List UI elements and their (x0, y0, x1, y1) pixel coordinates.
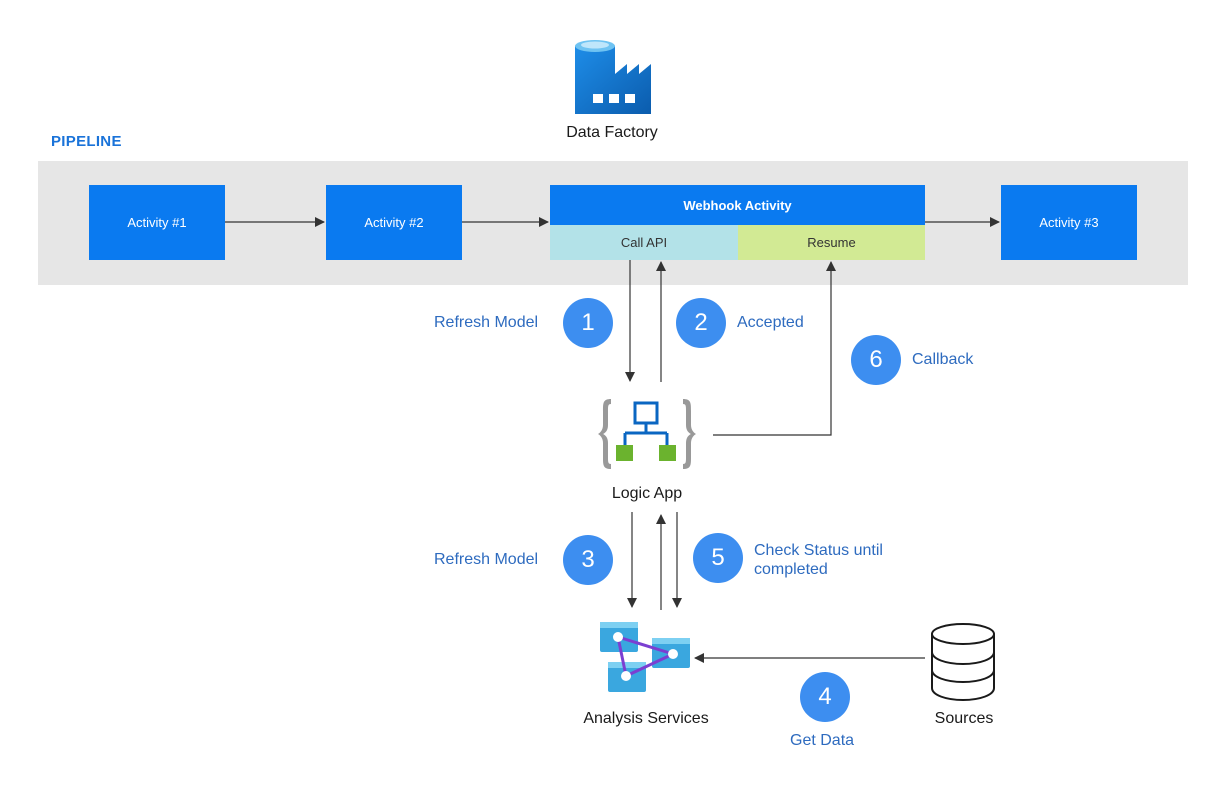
logic-app-label: Logic App (611, 485, 683, 502)
logic-app-icon (597, 397, 697, 471)
data-factory-icon (573, 38, 653, 114)
step-6-badge: 6 (851, 335, 901, 385)
step-3-badge: 3 (563, 535, 613, 585)
step-2-badge: 2 (676, 298, 726, 348)
data-factory-label: Data Factory (566, 124, 658, 141)
webhook-activity[interactable]: Webhook Activity (550, 185, 925, 225)
arrow-step6 (713, 261, 836, 436)
activity-1[interactable]: Activity #1 (89, 185, 225, 260)
activity-2[interactable]: Activity #2 (326, 185, 462, 260)
step-5-badge: 5 (693, 533, 743, 583)
webhook-call-api[interactable]: Call API (550, 225, 738, 260)
step-3-label: Refresh Model (434, 551, 539, 568)
step-5-label: Check Status until completed (754, 542, 883, 578)
database-icon (930, 622, 996, 702)
step-4-label: Get Data (790, 732, 855, 749)
step-2-label: Accepted (737, 314, 804, 331)
analysis-services-icon (598, 620, 694, 696)
pipeline-title: PIPELINE (51, 133, 122, 150)
sources-label: Sources (934, 710, 994, 727)
activity-3[interactable]: Activity #3 (1001, 185, 1137, 260)
analysis-services-label: Analysis Services (583, 710, 709, 727)
step-1-label: Refresh Model (434, 314, 539, 331)
step-6-label: Callback (912, 351, 974, 368)
webhook-resume[interactable]: Resume (738, 225, 925, 260)
step-4-badge: 4 (800, 672, 850, 722)
step-1-badge: 1 (563, 298, 613, 348)
